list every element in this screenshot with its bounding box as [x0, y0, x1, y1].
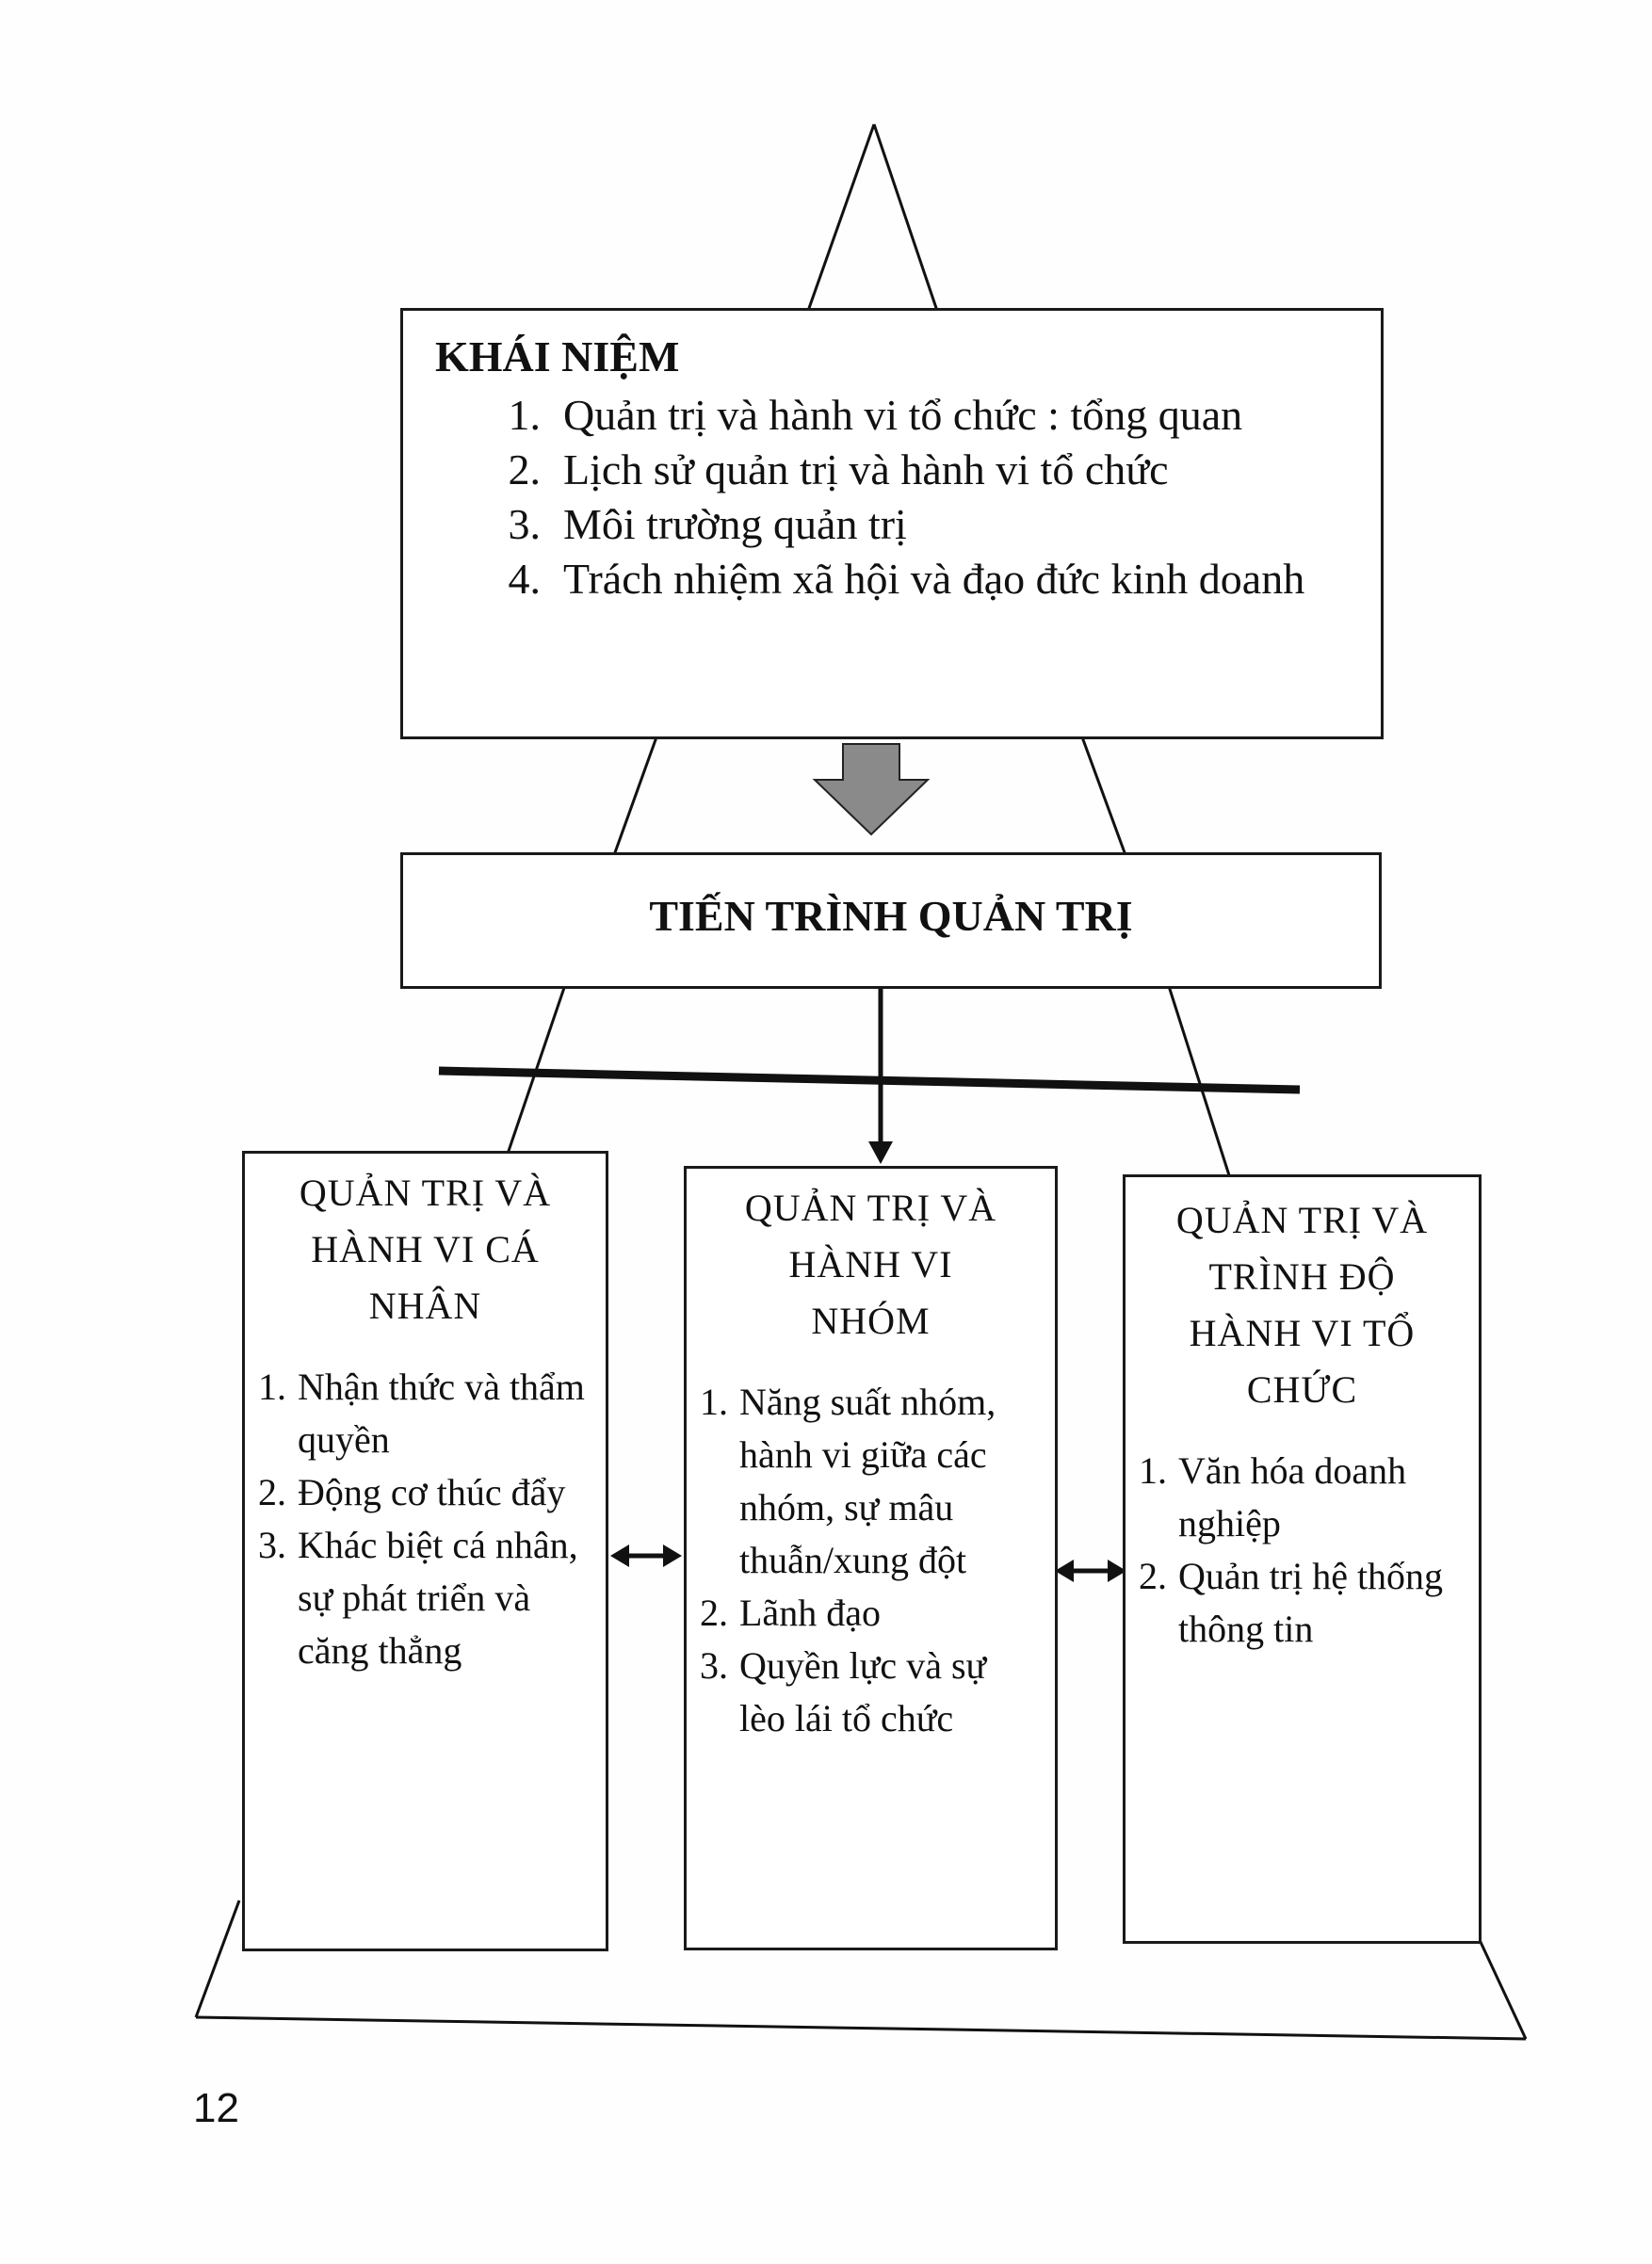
list-item: 1. Năng suất nhóm, hành vi giữa các nhóm,…: [700, 1376, 1042, 1587]
title-line: CHỨC: [1246, 1368, 1358, 1411]
column-individual-behavior: QUẢN TRỊ VÀ HÀNH VI CÁ NHÂN 1. Nhận thức …: [242, 1151, 608, 1951]
item-text: Văn hóa doanh nghiệp: [1178, 1449, 1407, 1544]
title-line: HÀNH VI: [788, 1243, 953, 1286]
column-list: 1. Văn hóa doanh nghiệp 2. Quản trị hệ thố…: [1139, 1445, 1466, 1656]
item-number: 1.: [1139, 1449, 1167, 1492]
item-text: Lãnh đạo: [739, 1592, 881, 1634]
title-line: QUẢN TRỊ VÀ: [299, 1172, 552, 1214]
item-text: Năng suất nhóm, hành vi giữa các nhóm, s…: [739, 1381, 996, 1581]
item-text: Quản trị và hành vi tổ chức : tổng quan: [563, 391, 1243, 439]
title-line: NHÓM: [811, 1300, 931, 1342]
column-list: 1. Nhận thức và thẩm quyền 2. Động cơ thúc…: [258, 1361, 592, 1677]
title-line: QUẢN TRỊ VÀ: [744, 1187, 997, 1229]
concept-heading: KHÁI NIỆM: [435, 332, 680, 380]
column-organization-behavior: QUẢN TRỊ VÀ TRÌNH ĐỘ HÀNH VI TỔ CHỨC 1. V…: [1123, 1174, 1482, 1944]
title-line: TRÌNH ĐỘ: [1208, 1255, 1396, 1298]
list-item: 3. Quyền lực và sự lèo lái tổ chức: [700, 1640, 1042, 1745]
item-number: 4.: [508, 555, 542, 603]
pyramid-right-edge-top: [872, 123, 939, 312]
item-text: Lịch sử quản trị và hành vi tổ chức: [563, 445, 1169, 493]
list-item: 2. Lịch sử quản trị và hành vi tổ chức: [435, 443, 1352, 497]
item-text: Quản trị hệ thống thông tin: [1178, 1555, 1444, 1650]
pyramid-base-line: [195, 2015, 1527, 2041]
arrow-head-down-icon: [868, 1141, 893, 1164]
item-number: 1.: [700, 1381, 728, 1423]
item-text: Quyền lực và sự lèo lái tổ chức: [739, 1644, 987, 1739]
item-number: 3.: [508, 500, 542, 548]
pyramid-left-edge-top: [806, 123, 876, 312]
list-item: 4. Trách nhiệm xã hội và đạo đức kinh doa…: [435, 552, 1352, 606]
list-item: 2. Quản trị hệ thống thông tin: [1139, 1550, 1466, 1656]
list-item: 3. Khác biệt cá nhân, sự phát triển và că…: [258, 1519, 592, 1677]
concept-box: KHÁI NIỆM 1. Quản trị và hành vi tổ chức …: [400, 308, 1384, 739]
item-text: Môi trường quản trị: [563, 500, 907, 548]
column-list: 1. Năng suất nhóm, hành vi giữa các nhóm,…: [700, 1376, 1042, 1745]
column-title: QUẢN TRỊ VÀ HÀNH VI NHÓM: [700, 1180, 1042, 1350]
item-text: Trách nhiệm xã hội và đạo đức kinh doanh: [563, 555, 1305, 603]
column-group-behavior: QUẢN TRỊ VÀ HÀNH VI NHÓM 1. Năng suất nhó…: [684, 1166, 1058, 1950]
double-arrow-left-icon: [610, 1544, 682, 1567]
item-number: 3.: [258, 1524, 286, 1566]
item-number: 1.: [258, 1366, 286, 1408]
pyramid-left-edge-base: [194, 1900, 241, 2018]
list-item: 3. Môi trường quản trị: [435, 497, 1352, 552]
item-text: Khác biệt cá nhân, sự phát triển và căng…: [298, 1524, 578, 1672]
item-text: Động cơ thúc đẩy: [298, 1471, 566, 1513]
concept-list: 1. Quản trị và hành vi tổ chức : tổng qua…: [435, 388, 1352, 606]
item-number: 2.: [508, 445, 542, 493]
item-number: 1.: [508, 391, 542, 439]
pyramid-right-edge-base: [1478, 1939, 1528, 2040]
process-title: TIẾN TRÌNH QUẢN TRỊ: [649, 892, 1133, 940]
list-item: 2. Lãnh đạo: [700, 1587, 1042, 1640]
title-line: QUẢN TRỊ VÀ: [1175, 1199, 1429, 1241]
block-arrow-down-icon: [812, 743, 931, 836]
item-text: Nhận thức và thẩm quyền: [298, 1366, 585, 1461]
item-number: 2.: [258, 1471, 286, 1513]
item-number: 3.: [700, 1644, 728, 1687]
title-line: HÀNH VI CÁ: [311, 1228, 540, 1270]
column-title: QUẢN TRỊ VÀ TRÌNH ĐỘ HÀNH VI TỔ CHỨC: [1139, 1192, 1466, 1418]
title-line: HÀNH VI TỔ: [1189, 1312, 1416, 1354]
double-arrow-right-icon: [1055, 1560, 1126, 1582]
title-line: NHÂN: [368, 1285, 482, 1327]
item-number: 2.: [700, 1592, 728, 1634]
horizontal-bar: [438, 1066, 1301, 1094]
column-title: QUẢN TRỊ VÀ HÀNH VI CÁ NHÂN: [258, 1165, 592, 1334]
pyramid-right-edge-mid: [1079, 734, 1127, 856]
list-item: 2. Động cơ thúc đẩy: [258, 1466, 592, 1519]
list-item: 1. Quản trị và hành vi tổ chức : tổng qua…: [435, 388, 1352, 443]
pyramid-right-edge-low: [1166, 982, 1231, 1176]
item-number: 2.: [1139, 1555, 1167, 1597]
pyramid-left-edge-mid: [612, 734, 659, 856]
list-item: 1. Văn hóa doanh nghiệp: [1139, 1445, 1466, 1550]
page-number: 12: [193, 2085, 239, 2131]
list-item: 1. Nhận thức và thẩm quyền: [258, 1361, 592, 1466]
pyramid-left-edge-low: [505, 978, 569, 1157]
process-box: TIẾN TRÌNH QUẢN TRỊ: [400, 852, 1382, 989]
